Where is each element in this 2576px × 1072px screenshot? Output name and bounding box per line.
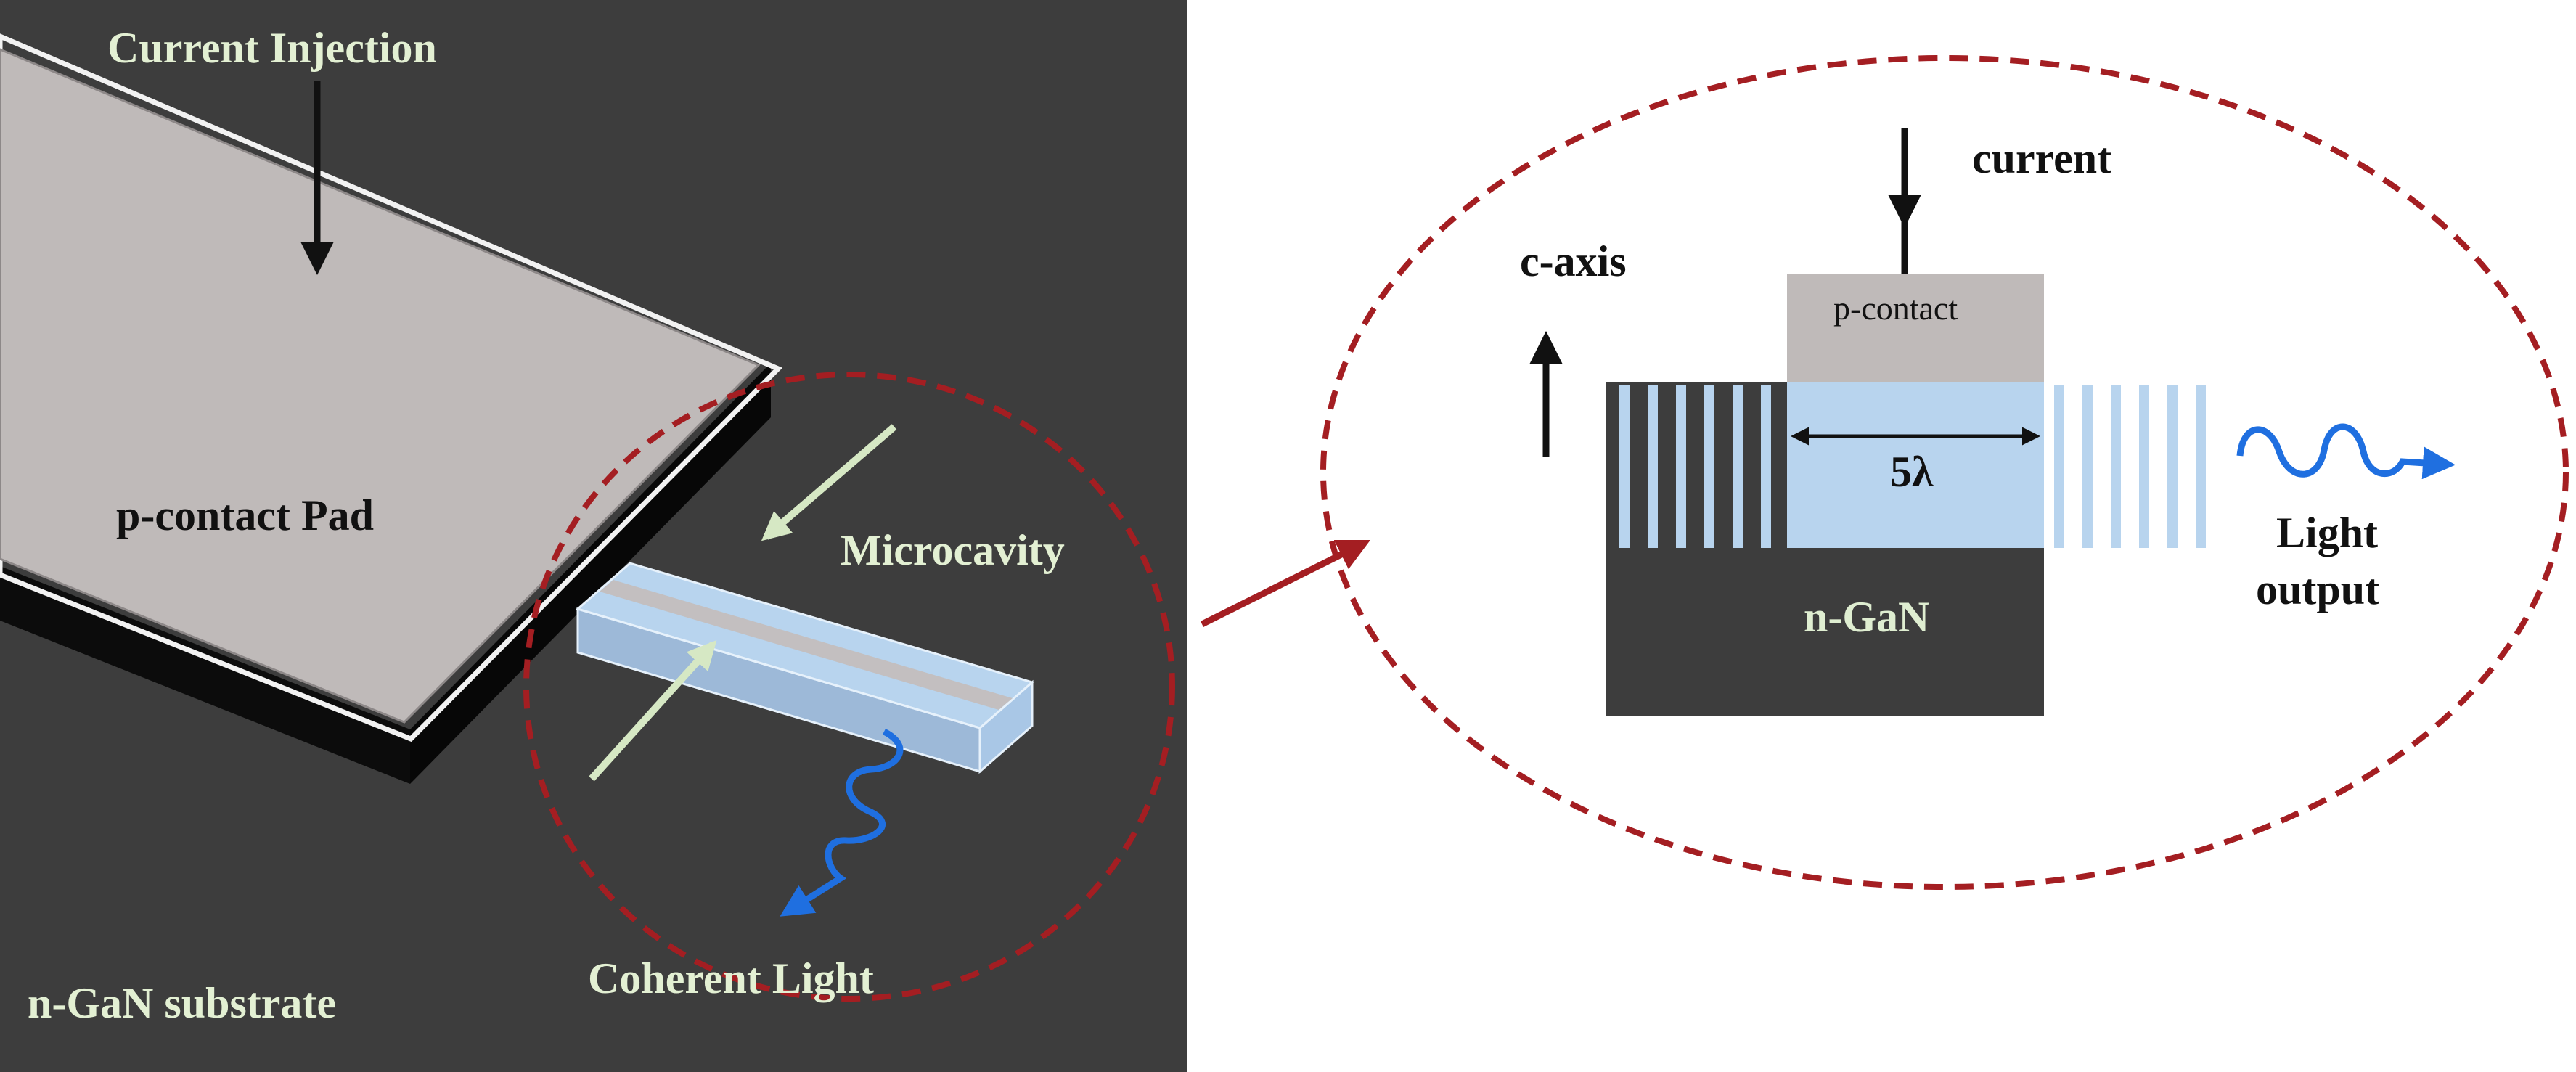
light-output-label-line2: output xyxy=(2256,565,2379,613)
zoom-highlight-circle xyxy=(523,372,1175,1002)
n-gan-label: n-GaN xyxy=(1804,593,1929,641)
pad-edge-outline xyxy=(0,33,783,742)
microcavity-contact-stripe xyxy=(600,580,1013,710)
width-label: 5λ xyxy=(1890,448,1934,496)
substrate-label: n-GaN substrate xyxy=(28,979,336,1027)
zoom-connector-arrow xyxy=(1200,539,1371,628)
p-contact-label: p-contact xyxy=(1833,290,1958,327)
coherent-light-label: Coherent Light xyxy=(588,954,874,1002)
upper-pointer-arrow xyxy=(761,424,897,541)
zoom-view-circle xyxy=(1320,55,2569,890)
p-contact xyxy=(1787,274,2044,382)
left-panel: Current Injection p-contact Pad Microcav… xyxy=(0,0,1187,1072)
cavity-region xyxy=(1787,382,2044,548)
current-label: current xyxy=(1972,134,2111,182)
lower-pointer-arrow xyxy=(589,640,717,782)
left-grating xyxy=(1619,385,1771,548)
current-injection-label: Current Injection xyxy=(107,24,437,72)
p-contact-pad xyxy=(0,48,761,724)
c-axis-label: c-axis xyxy=(1520,237,1627,285)
pad-side-front xyxy=(0,566,410,784)
right-grating xyxy=(2054,385,2206,548)
right-panel: current c-axis p-contact 5λ n-GaN Light … xyxy=(1320,55,2569,890)
light-output-wave xyxy=(2236,423,2456,480)
coherent-light-wave xyxy=(780,728,904,917)
p-contact-pad-label: p-contact Pad xyxy=(116,491,374,539)
microcavity-label: Microcavity xyxy=(841,526,1065,574)
light-output-label-line1: Light xyxy=(2276,509,2378,557)
